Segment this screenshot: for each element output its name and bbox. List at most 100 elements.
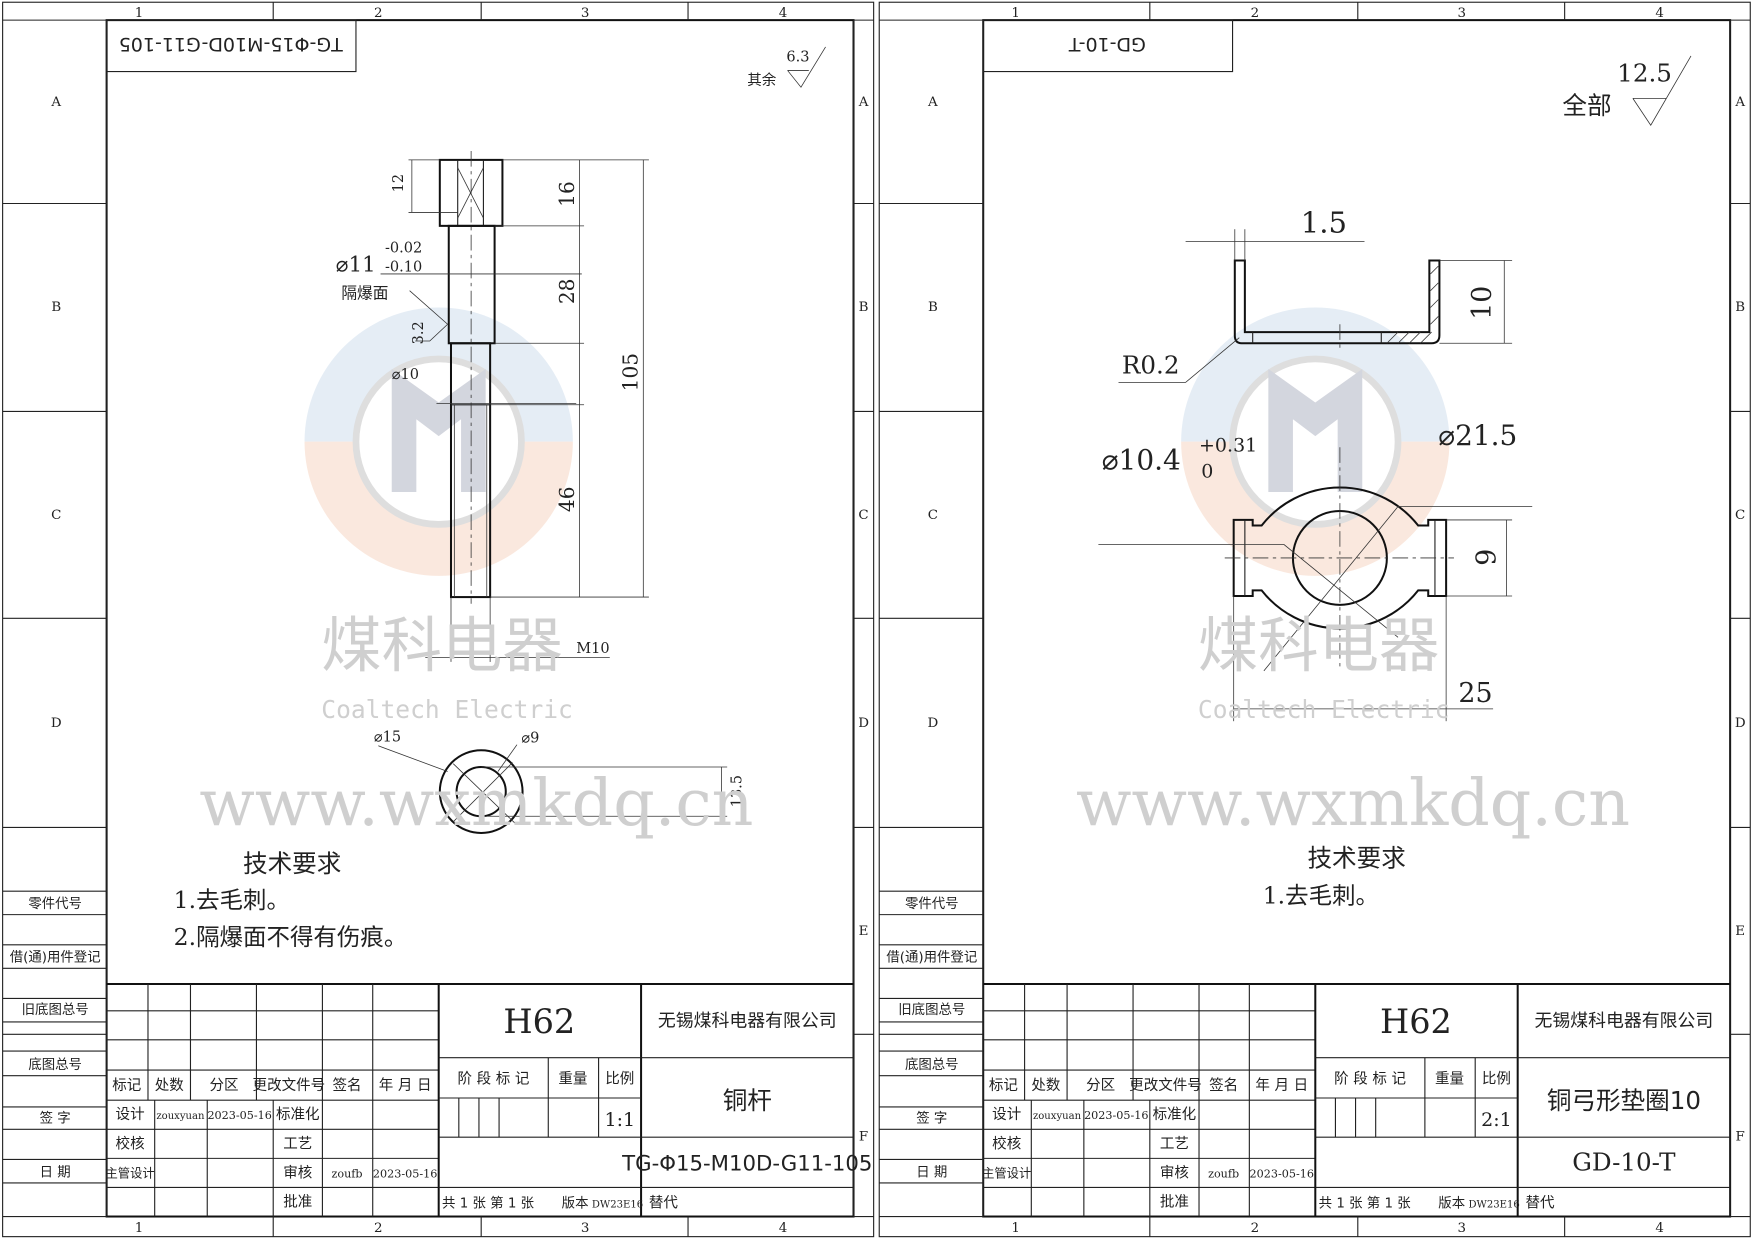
version-label: 版本 xyxy=(1438,1196,1465,1212)
dim-dia10: ⌀10 xyxy=(392,367,419,383)
dim-dia10-4-upper: +0.31 xyxy=(1199,435,1257,457)
side-label: 签 字 xyxy=(916,1110,947,1127)
process-label: 工艺 xyxy=(283,1135,312,1152)
column-marker-bottom: 4 xyxy=(779,1221,788,1236)
weight-label: 重量 xyxy=(558,1070,587,1087)
revision-header: 签名 xyxy=(332,1077,361,1094)
row-marker-right: F xyxy=(859,1129,868,1144)
row-marker-right: B xyxy=(1735,300,1745,315)
revision-header: 标记 xyxy=(112,1077,141,1094)
column-marker-top: 3 xyxy=(1458,6,1467,21)
column-marker-top: 1 xyxy=(135,6,144,21)
scale-label: 比例 xyxy=(605,1070,634,1087)
column-marker-bottom: 3 xyxy=(1458,1221,1467,1236)
material: H62 xyxy=(503,1002,575,1041)
replace-label: 替代 xyxy=(649,1195,679,1212)
dim-16: 16 xyxy=(555,181,579,207)
revision-header: 标记 xyxy=(989,1077,1018,1094)
reviewer-name: zoufb xyxy=(1208,1167,1239,1180)
washer-watermark-logo xyxy=(1181,307,1450,576)
side-label: 日 期 xyxy=(916,1164,947,1180)
dim-28: 28 xyxy=(555,279,579,305)
design-date: 2023-05-16 xyxy=(1084,1109,1148,1122)
scale-value: 1:1 xyxy=(605,1109,636,1131)
row-marker-left: D xyxy=(51,716,62,731)
column-marker-bottom: 4 xyxy=(1655,1221,1664,1236)
design-label: 设计 xyxy=(992,1106,1021,1123)
row-marker-right: C xyxy=(1735,508,1745,523)
dim-dia10-4: ⌀10.4 xyxy=(1102,444,1181,477)
dim-width-25: 25 xyxy=(1458,678,1492,709)
dim-dia11: ⌀11 xyxy=(336,253,376,278)
row-marker-left: A xyxy=(927,95,938,110)
drawing-code-upside-down: GD-10-T xyxy=(1068,33,1145,55)
process-label: 工艺 xyxy=(1160,1135,1189,1152)
scale-value: 2:1 xyxy=(1481,1109,1512,1131)
row-marker-right: F xyxy=(1736,1129,1745,1144)
revision-header: 分区 xyxy=(1086,1077,1115,1094)
check-label: 校核 xyxy=(116,1135,145,1152)
stage-label: 阶 段 标 记 xyxy=(458,1070,530,1087)
column-marker-bottom: 2 xyxy=(1251,1221,1260,1236)
row-marker-left: C xyxy=(928,508,938,523)
watermarks: 煤科电器 Coaltech Electric www.wxmkdq.cn 煤科电… xyxy=(199,611,1630,841)
dim-thickness-1-5: 1.5 xyxy=(1301,206,1347,240)
revision-header: 分区 xyxy=(209,1077,238,1094)
drawing-code-upside-down: TG-Φ15-M10D-G11-105 xyxy=(119,33,344,55)
sheet-count: 共 1 张 第 1 张 xyxy=(1319,1195,1412,1212)
side-label: 零件代号 xyxy=(28,896,82,912)
row-marker-right: C xyxy=(858,508,868,523)
version-label: 版本 xyxy=(562,1196,589,1212)
designer-name: zouxyuan xyxy=(156,1111,205,1122)
chief-designer-label: 主管设计 xyxy=(106,1165,155,1180)
drawing-number: GD-10-T xyxy=(1572,1148,1676,1177)
row-marker-right: D xyxy=(1735,716,1746,731)
watermark-en: Coaltech Electric xyxy=(321,695,573,724)
dim-dia21-5: ⌀21.5 xyxy=(1438,419,1517,452)
dim-height-10: 10 xyxy=(1467,286,1498,320)
review-label: 审核 xyxy=(283,1164,312,1181)
watermark-url: www.wxmkdq.cn xyxy=(1076,766,1630,841)
tech-requirements-title: 技术要求 xyxy=(243,849,341,878)
check-label: 校核 xyxy=(992,1135,1021,1152)
dim-radius-0-2: R0.2 xyxy=(1122,350,1180,379)
dim-dia11-lower: -0.10 xyxy=(385,260,422,276)
version-value: DW23E16 xyxy=(1468,1200,1519,1211)
row-marker-left: D xyxy=(928,716,939,731)
side-label: 底图总号 xyxy=(905,1057,959,1073)
version-value: DW23E16 xyxy=(592,1200,643,1211)
review-date: 2023-05-16 xyxy=(373,1167,437,1180)
watermark-en: Coaltech Electric xyxy=(1198,695,1450,724)
revision-header: 处数 xyxy=(155,1077,185,1094)
face-roughness: 3.2 xyxy=(411,321,427,344)
dim-dia11-upper: -0.02 xyxy=(385,241,422,257)
row-marker-left: B xyxy=(928,300,938,315)
side-label: 旧底图总号 xyxy=(22,1002,89,1018)
column-marker-top: 2 xyxy=(1251,6,1260,21)
approve-label: 批准 xyxy=(283,1193,312,1210)
tech-requirement-item: 1.去毛刺。 xyxy=(174,886,290,914)
outer-border xyxy=(2,1,875,1238)
side-label: 签 字 xyxy=(40,1110,71,1127)
dim-105: 105 xyxy=(619,353,643,391)
row-marker-left: A xyxy=(50,95,61,110)
explosion-proof-face-label: 隔爆面 xyxy=(341,284,388,303)
dim-dia9: ⌀9 xyxy=(521,730,539,746)
review-label: 审核 xyxy=(1160,1164,1189,1181)
drawing-code-box xyxy=(982,19,1234,73)
rod-watermark-logo xyxy=(304,307,573,576)
approve-label: 批准 xyxy=(1160,1193,1189,1210)
column-marker-top: 3 xyxy=(581,6,590,21)
dim-dia10-4-lower: 0 xyxy=(1201,460,1213,482)
column-marker-bottom: 1 xyxy=(1011,1221,1020,1236)
replace-label: 替代 xyxy=(1526,1195,1556,1212)
row-marker-right: A xyxy=(1734,95,1745,110)
dim-dia15: ⌀15 xyxy=(374,729,401,745)
tech-requirements-title: 技术要求 xyxy=(1307,844,1405,873)
row-marker-left: B xyxy=(51,300,61,315)
company-name: 无锡煤科电器有限公司 xyxy=(658,1010,837,1031)
material: H62 xyxy=(1380,1002,1452,1041)
drawing-number: TG-Φ15-M10D-G11-105 xyxy=(621,1152,872,1177)
